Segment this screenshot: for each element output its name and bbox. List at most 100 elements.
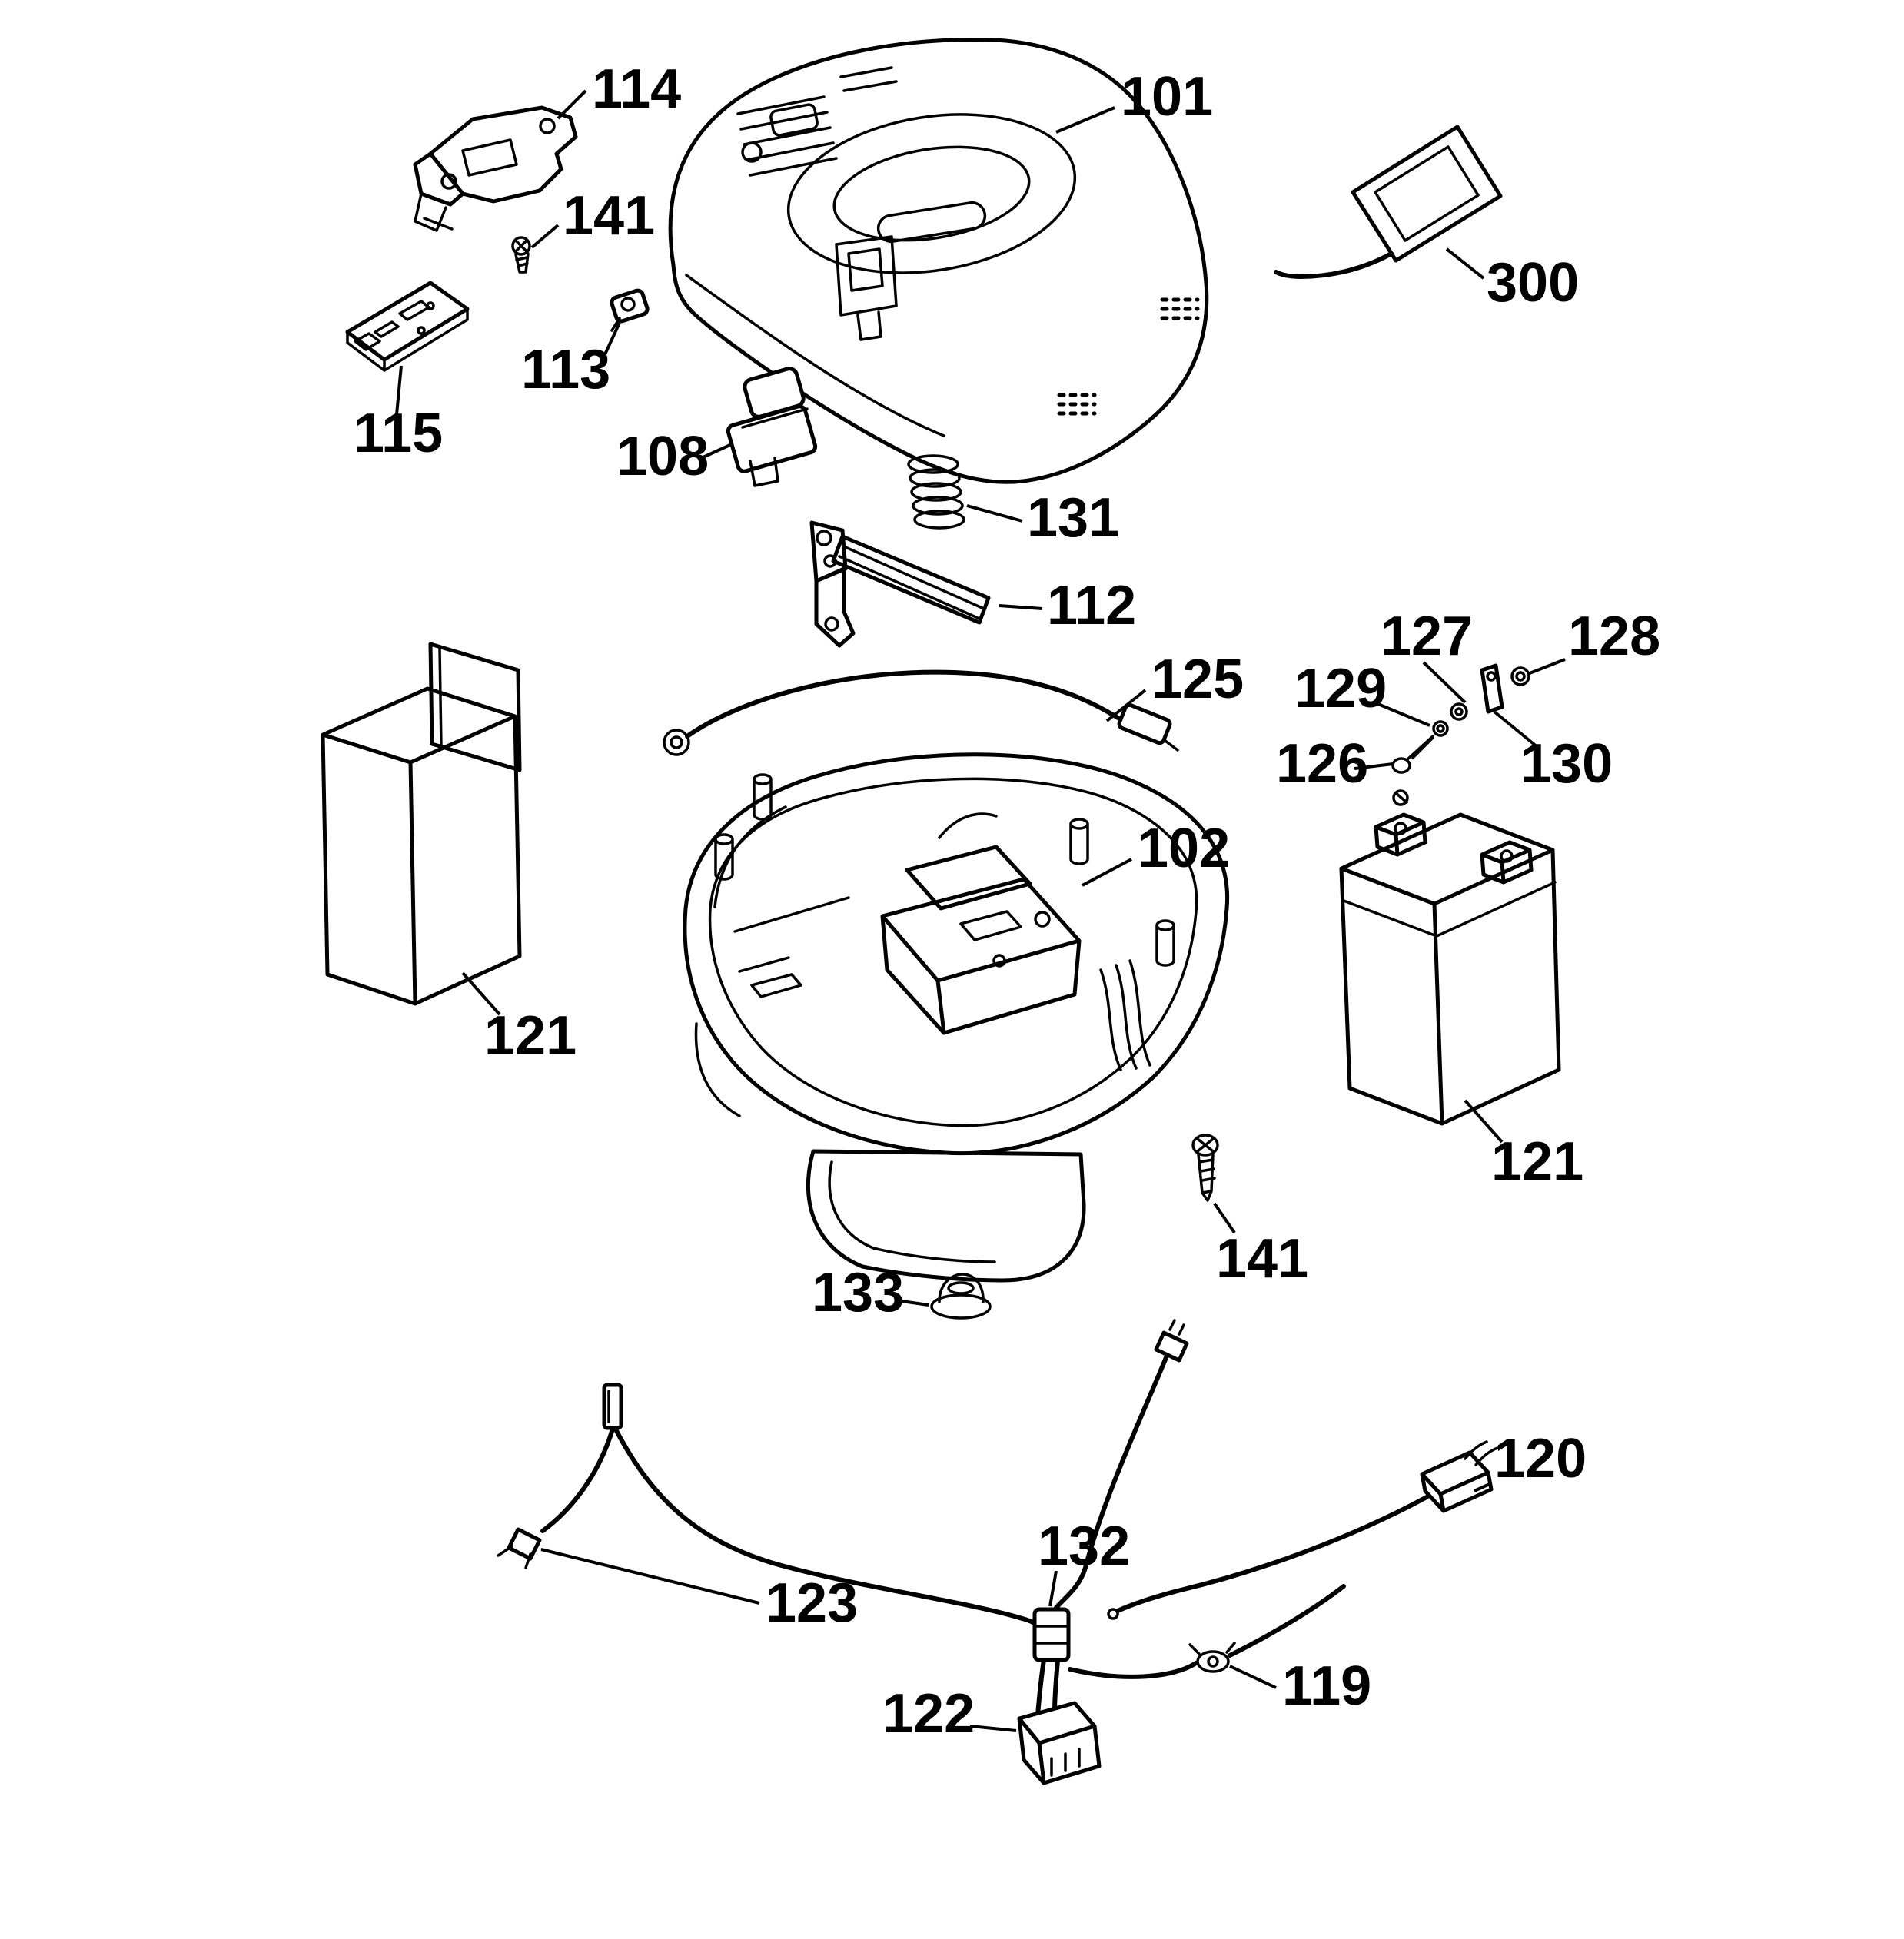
tray-inner-rim bbox=[708, 777, 1198, 1127]
part-123-clip-detail bbox=[497, 1545, 532, 1569]
part-125-cable bbox=[663, 669, 1179, 756]
callout-label-112: 112 bbox=[1047, 575, 1136, 636]
callout-121-right: 121 bbox=[1464, 1099, 1583, 1193]
callout-label-121-left: 121 bbox=[484, 1005, 577, 1067]
callouts-layer: 114 141 101 300 113 115 108 131 bbox=[354, 58, 1660, 1745]
part-141-screw-top bbox=[511, 236, 531, 274]
display-window bbox=[769, 103, 819, 137]
callout-label-128: 128 bbox=[1568, 606, 1660, 667]
flat-plug-connector bbox=[602, 1383, 623, 1430]
callout-label-127: 127 bbox=[1381, 606, 1473, 667]
cable-wire bbox=[685, 669, 1128, 739]
callout-115: 115 bbox=[354, 365, 443, 464]
callout-label-123: 123 bbox=[766, 1572, 858, 1634]
leader-line bbox=[1055, 106, 1115, 134]
callout-label-101: 101 bbox=[1121, 66, 1213, 128]
screw-shape bbox=[511, 236, 531, 274]
callout-131: 131 bbox=[966, 487, 1119, 549]
part-115-pcb bbox=[345, 281, 470, 372]
part-120-plug-wires bbox=[1464, 1440, 1499, 1466]
vent-dot-clusters bbox=[1057, 297, 1200, 416]
callout-126: 126 bbox=[1276, 733, 1394, 795]
leader-line bbox=[530, 224, 560, 249]
leader-line bbox=[1422, 661, 1467, 704]
part-132-holder-detail bbox=[1033, 1625, 1070, 1645]
leader-line bbox=[1354, 762, 1394, 770]
part-120-plug bbox=[1420, 1450, 1494, 1513]
callout-141-bottom: 141 bbox=[1213, 1202, 1308, 1290]
handle-grip-slot bbox=[876, 201, 987, 244]
callout-113: 113 bbox=[521, 322, 621, 400]
battery-detail bbox=[1342, 789, 1557, 938]
leader-line bbox=[1464, 1099, 1504, 1144]
pcb-detail bbox=[346, 300, 469, 372]
parts-layer bbox=[321, 38, 1561, 1785]
button-detail bbox=[741, 407, 809, 487]
callout-132: 132 bbox=[1038, 1516, 1130, 1607]
callout-label-131: 131 bbox=[1027, 487, 1119, 549]
tray-foot bbox=[806, 1149, 1086, 1283]
part-300-charger bbox=[1274, 125, 1503, 279]
part-119-bushing bbox=[1188, 1642, 1236, 1673]
handle-recess-inner bbox=[832, 145, 1031, 242]
part-108-button bbox=[726, 367, 818, 487]
leader-line bbox=[600, 322, 621, 364]
callout-label-102: 102 bbox=[1138, 818, 1230, 879]
leader-line bbox=[1374, 701, 1430, 727]
leader-line bbox=[394, 365, 403, 423]
bracket-detail bbox=[414, 118, 556, 232]
part-122-pin-slots bbox=[1050, 1748, 1081, 1777]
wire-end-eyelet bbox=[1107, 1608, 1119, 1620]
part-122-connector bbox=[1017, 1701, 1102, 1785]
callout-123: 123 bbox=[540, 1548, 858, 1634]
leader-line bbox=[1493, 710, 1539, 749]
leader-line bbox=[1213, 1202, 1236, 1234]
part-132-holder bbox=[1032, 1607, 1071, 1662]
part-121-battery bbox=[1339, 789, 1561, 1126]
part-133-grommet bbox=[930, 1273, 992, 1320]
leader-line bbox=[540, 1548, 760, 1605]
cover-body bbox=[668, 38, 1209, 484]
callout-label-125: 125 bbox=[1151, 649, 1244, 710]
callout-label-132: 132 bbox=[1038, 1516, 1130, 1577]
leader-line bbox=[999, 604, 1043, 610]
cable-end-tail bbox=[1164, 739, 1179, 752]
clip-body bbox=[610, 288, 650, 324]
callout-114: 114 bbox=[557, 58, 681, 120]
callout-300: 300 bbox=[1445, 247, 1579, 314]
wiring-harness bbox=[497, 1319, 1499, 1785]
part-114-bracket bbox=[413, 105, 578, 232]
tray-posts bbox=[714, 773, 1175, 967]
callout-label-120: 120 bbox=[1494, 1428, 1587, 1489]
callout-101: 101 bbox=[1055, 66, 1213, 134]
callout-112: 112 bbox=[999, 575, 1136, 636]
harness-top-connector-prongs bbox=[1168, 1319, 1185, 1336]
callout-label-122: 122 bbox=[882, 1683, 975, 1745]
cover-detail bbox=[685, 66, 945, 437]
leader-line bbox=[969, 1725, 1017, 1732]
callout-128: 128 bbox=[1529, 606, 1660, 675]
handle-recess-outer bbox=[786, 113, 1077, 274]
leader-line bbox=[966, 504, 1023, 523]
callout-label-133: 133 bbox=[812, 1262, 904, 1323]
callout-120: 120 bbox=[1474, 1428, 1587, 1492]
callout-129: 129 bbox=[1294, 658, 1430, 727]
screw-shape bbox=[1191, 1134, 1219, 1202]
part-101-top-cover bbox=[668, 38, 1209, 484]
callout-label-114: 114 bbox=[592, 58, 681, 120]
part-fastener-cluster bbox=[1391, 663, 1530, 774]
leader-line bbox=[461, 971, 501, 1016]
leader-line bbox=[1529, 658, 1566, 675]
part-121-left-box bbox=[321, 642, 522, 1006]
leader-line bbox=[697, 443, 733, 461]
harness-top-connector bbox=[1154, 1330, 1189, 1363]
arm-detail bbox=[816, 530, 985, 632]
leader-line bbox=[1229, 1665, 1277, 1689]
leader-line bbox=[1082, 858, 1132, 887]
callout-label-119: 119 bbox=[1282, 1655, 1371, 1717]
motor-block bbox=[880, 845, 1082, 1035]
grommet-shape bbox=[930, 1273, 992, 1320]
callout-label-141-bottom: 141 bbox=[1216, 1228, 1308, 1290]
callout-127: 127 bbox=[1381, 606, 1473, 704]
